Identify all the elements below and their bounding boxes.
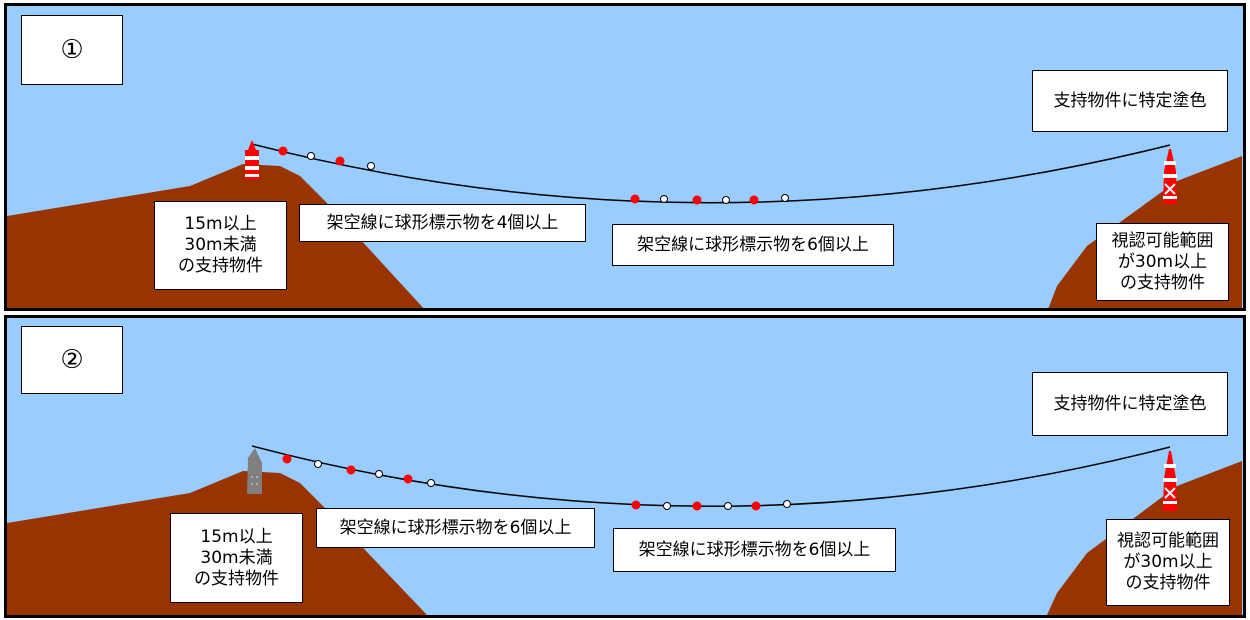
center-span-label: 架空線に球形標示物を6個以上 [613, 528, 896, 572]
marker-red [692, 195, 702, 205]
marker-white [427, 479, 435, 487]
panel-number: ② [21, 326, 123, 394]
marker-white [783, 500, 791, 508]
marker-red [282, 454, 292, 464]
left-support-label: 15m以上 30m未満 の支持物件 [154, 201, 287, 290]
marker-red [335, 156, 345, 166]
panel-number: ① [21, 15, 123, 85]
marker-white [307, 152, 315, 160]
right-support-tower [1163, 451, 1177, 511]
right-support-label: 視認可能範囲 が30m以上 の支持物件 [1106, 519, 1230, 606]
painted-support-label: 支持物件に特定塗色 [1032, 372, 1228, 436]
overhead-wire [251, 445, 1171, 507]
center-span-label: 架空線に球形標示物を6個以上 [612, 224, 894, 266]
marker-white [375, 470, 383, 478]
marker-white [722, 196, 730, 204]
panel-2: ② 支持物件に特定塗色 15m以上 30m未満 の支持物件 架空線に球形標示物を… [4, 315, 1246, 618]
left-support-label: 15m以上 30m未満 の支持物件 [170, 513, 303, 603]
marker-white [663, 502, 671, 510]
marker-white [781, 194, 789, 202]
right-support-label: 視認可能範囲 が30m以上 の支持物件 [1096, 223, 1229, 301]
left-span-label: 架空線に球形標示物を6個以上 [316, 508, 595, 548]
marker-white [314, 460, 322, 468]
marker-white [660, 195, 668, 203]
right-support-tower [1163, 149, 1177, 204]
marker-white [724, 502, 732, 510]
marker-red [403, 474, 413, 484]
marker-red [751, 501, 761, 511]
left-support-tower [245, 140, 259, 180]
marker-red [631, 500, 641, 510]
panel-1: ① 支持物件に特定塗色 15m以上 30m未満 の支持物件 架空線に球形標示物を… [4, 3, 1246, 311]
marker-red [692, 501, 702, 511]
marker-red [749, 195, 759, 205]
wire-markers [278, 146, 789, 205]
overhead-wire [251, 143, 1171, 204]
left-span-label: 架空線に球形標示物を4個以上 [299, 204, 586, 242]
marker-red [630, 194, 640, 204]
wire-markers [282, 454, 791, 511]
marker-red [278, 146, 288, 156]
painted-support-label: 支持物件に特定塗色 [1032, 70, 1228, 132]
marker-white [367, 162, 375, 170]
left-support-tower [247, 448, 262, 494]
marker-red [346, 465, 356, 475]
